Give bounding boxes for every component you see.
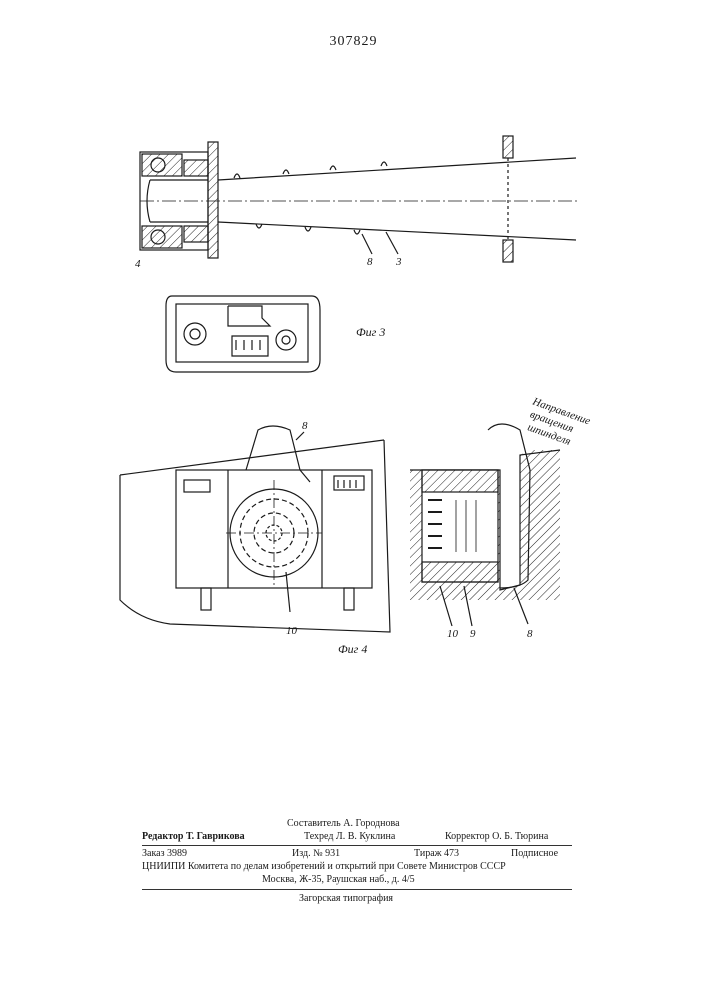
edition: Изд. № 931 (292, 848, 340, 861)
tech-editor: Техред Л. В. Куклина (304, 831, 395, 844)
plan-nut-right (276, 330, 296, 350)
institute: ЦНИИПИ Комитета по делам изобретений и о… (142, 861, 506, 874)
fig4-label-10b: 10 (447, 628, 459, 640)
plan-outline (166, 296, 320, 372)
colophon-row-6: Загорская типография (142, 893, 572, 906)
flange (208, 142, 218, 258)
fig4-label-10a: 10 (286, 625, 298, 637)
rule-top (142, 845, 572, 846)
colophon-row-2: Редактор Т. Гаврикова Техред Л. В. Кукли… (142, 831, 572, 844)
address: Москва, Ж-35, Раушская наб., д. 4/5 (262, 874, 415, 887)
bearing-bottom-hatch (142, 226, 182, 248)
fig4-label-9: 9 (470, 628, 476, 640)
plan-bolt-left (190, 329, 200, 339)
plan-nut-left (184, 323, 206, 345)
bearing-ring-bottom (184, 226, 208, 242)
screw-left (184, 480, 210, 492)
screw-right-threads (338, 480, 356, 488)
shaft-end (147, 180, 208, 222)
leader-8 (362, 234, 372, 254)
bolt-right (344, 588, 354, 610)
compiler: Составитель А. Городнова (287, 818, 400, 831)
subscription: Подписное (511, 848, 558, 861)
patent-drawing: 4 8 3 Фиг 3 8 1 (0, 0, 707, 700)
spindle-body (218, 158, 576, 240)
leader-knife-8 (296, 432, 304, 440)
colophon: Составитель А. Городнова Редактор Т. Гав… (142, 818, 572, 906)
colophon-row-5: Москва, Ж-35, Раушская наб., д. 4/5 (142, 874, 572, 887)
insert-bottom (422, 562, 498, 582)
colophon-row-4: ЦНИИПИ Комитета по делам изобретений и о… (142, 861, 572, 874)
fig4-label-8b: 8 (527, 628, 533, 640)
fig4-label-8a: 8 (302, 420, 308, 432)
right-support-bottom (503, 240, 513, 262)
insert-top (422, 470, 498, 492)
circulation: Тираж 473 (414, 848, 459, 861)
plan-inner (176, 304, 308, 362)
bolt-left (201, 588, 211, 610)
fig3-caption: Фиг 3 (356, 325, 385, 339)
fig3-spindle-view (140, 136, 580, 262)
rule-bottom (142, 889, 572, 890)
printer: Загорская типография (299, 893, 393, 906)
right-support-top (503, 136, 513, 158)
fig3-label-4: 4 (135, 258, 141, 270)
plan-clamp (228, 306, 270, 356)
plan-bolt-right (282, 336, 290, 344)
corrector: Корректор О. Б. Тюрина (445, 831, 548, 844)
leader-10-left (286, 572, 290, 612)
fig3-plan-view (166, 296, 320, 372)
bearing-top-hatch (142, 154, 182, 176)
lower-teeth (256, 224, 360, 234)
order: Заказ 3989 (142, 848, 187, 861)
editor: Редактор Т. Гаврикова (142, 831, 245, 844)
fig3-label-3: 3 (395, 256, 402, 268)
colophon-row-1: Составитель А. Городнова (142, 818, 572, 831)
fig4-caption: Фиг 4 (338, 642, 367, 656)
fig4-side-section (410, 424, 560, 626)
plan-clamp-slots (236, 340, 260, 350)
fig3-label-8: 8 (367, 256, 373, 268)
upper-teeth (234, 162, 387, 178)
colophon-row-3: Заказ 3989 Изд. № 931 Тираж 473 Подписно… (142, 848, 572, 861)
body-outline (120, 440, 390, 632)
fig4-front-view (120, 426, 390, 632)
bearing-ring-top (184, 160, 208, 176)
rotation-note: Направление вращения шпинделя (521, 395, 592, 452)
leader-3 (386, 232, 398, 254)
